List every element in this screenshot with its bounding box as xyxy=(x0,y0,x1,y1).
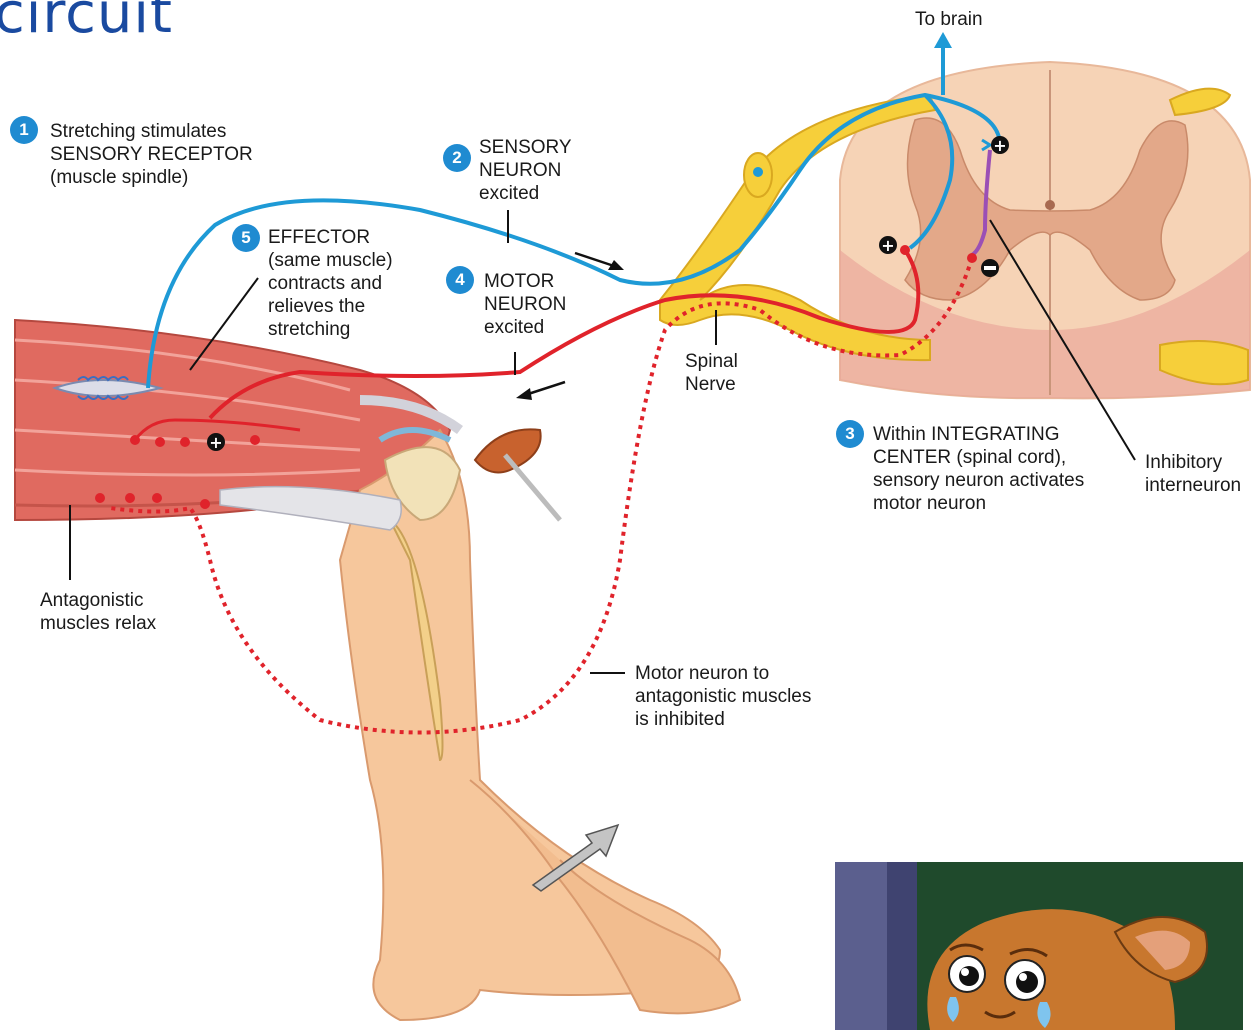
step-3-badge: 3 xyxy=(836,420,864,448)
step-1-badge: 1 xyxy=(10,116,38,144)
spinal-nerve-label: Spinal Nerve xyxy=(685,350,738,396)
svg-text:+: + xyxy=(993,136,1006,155)
step-2-label: SENSORY NEURON excited xyxy=(479,136,572,205)
step-1-label: Stretching stimulates SENSORY RECEPTOR (… xyxy=(50,120,253,189)
inhibitory-interneuron-label: Inhibitory interneuron xyxy=(1145,451,1241,497)
crying-cartoon-mouse-image xyxy=(835,862,1243,1030)
step-2-badge: 2 xyxy=(443,144,471,172)
page-title: circuit xyxy=(0,0,173,42)
antagonistic-muscles-label: Antagonistic muscles relax xyxy=(40,589,156,635)
step-4-badge: 4 xyxy=(446,266,474,294)
step-4-label: MOTOR NEURON excited xyxy=(484,270,566,339)
inhibitory-synapse-marker xyxy=(981,259,999,277)
svg-text:+: + xyxy=(881,236,894,255)
step-3-label: Within INTEGRATING CENTER (spinal cord),… xyxy=(873,423,1084,515)
motor-neuron-inhibited-label: Motor neuron to antagonistic muscles is … xyxy=(635,662,811,731)
reflex-hammer xyxy=(475,429,560,520)
svg-text:+: + xyxy=(209,433,222,452)
to-brain-label: To brain xyxy=(915,8,983,31)
step-5-badge: 5 xyxy=(232,224,260,252)
step-5-label: EFFECTOR (same muscle) contracts and rel… xyxy=(268,226,393,341)
